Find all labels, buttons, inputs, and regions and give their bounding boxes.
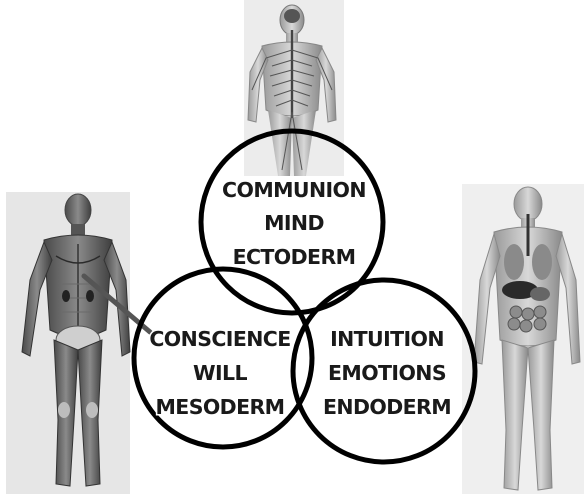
digestive-system-figure [462, 184, 584, 494]
label-left: CONSCIENCE WILL MESODERM [149, 327, 290, 419]
label-top: COMMUNION MIND ECTODERM [222, 178, 366, 269]
label-mind: MIND [264, 211, 324, 235]
label-conscience: CONSCIENCE [149, 327, 290, 351]
label-will: WILL [193, 361, 248, 385]
nervous-system-figure [244, 0, 344, 176]
label-emotions: EMOTIONS [328, 361, 446, 385]
label-ectoderm: ECTODERM [233, 245, 356, 269]
label-communion: COMMUNION [222, 178, 366, 202]
label-mesoderm: MESODERM [155, 395, 284, 419]
label-intuition: INTUITION [330, 327, 444, 351]
label-endoderm: ENDODERM [323, 395, 451, 419]
circle-left [134, 269, 312, 447]
muscular-system-figure [6, 192, 150, 494]
label-right: INTUITION EMOTIONS ENDODERM [323, 327, 451, 419]
